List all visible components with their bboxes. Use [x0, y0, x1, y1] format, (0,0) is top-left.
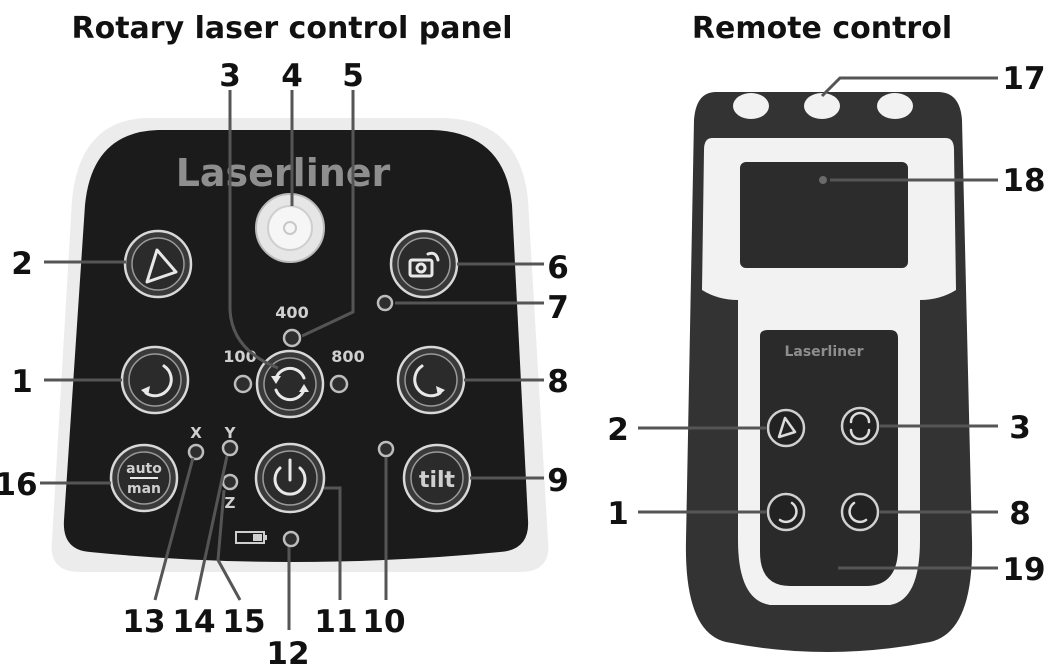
axis-label-x: X — [190, 424, 202, 442]
speed-label-400: 400 — [275, 303, 308, 322]
axis-led-x — [187, 443, 205, 461]
bubble-level-icon — [255, 193, 325, 263]
callout-3: 3 — [219, 58, 241, 94]
rotate-right-button[interactable] — [396, 345, 466, 415]
point-mode-button[interactable] — [389, 229, 459, 299]
rotation-speed-icon — [849, 411, 871, 441]
rotate-left-button[interactable] — [120, 345, 190, 415]
callout-1: 1 — [11, 364, 33, 400]
battery-icon — [235, 531, 267, 544]
rotation-speed-button[interactable] — [255, 349, 325, 419]
axis-label-y: Y — [224, 424, 237, 442]
battery-led — [282, 530, 300, 548]
tilt-label: tilt — [419, 468, 456, 493]
speed-led-800 — [329, 374, 349, 394]
camera-rotate-icon — [408, 251, 440, 278]
rotation-speed-icon — [271, 366, 309, 402]
axis-led-y — [221, 439, 239, 457]
remote-top-bump-left — [733, 93, 769, 119]
remote-callout-8: 8 — [1009, 496, 1031, 532]
remote-callout-3: 3 — [1009, 410, 1031, 446]
panel-callouts: 3 4 5 2 6 7 1 8 16 9 13 14 15 12 11 10 — [0, 58, 569, 672]
callout-5: 5 — [342, 58, 364, 94]
callout-14: 14 — [172, 604, 215, 640]
remote-callout-1: 1 — [607, 496, 629, 532]
callout-12: 12 — [266, 636, 309, 672]
remote-rotate-right-button[interactable] — [840, 492, 880, 532]
remote-brand-logo: Laserliner — [784, 344, 863, 360]
rotate-left-icon — [144, 364, 173, 398]
auto-man-button[interactable]: auto man — [109, 443, 179, 513]
auto-label: auto — [126, 461, 162, 477]
panel-brand-logo: Laserliner — [176, 151, 391, 195]
remote-callouts: 17 18 2 3 1 8 19 — [607, 61, 1045, 588]
remote-keypad — [760, 330, 898, 586]
speed-label-100: 100 — [223, 347, 256, 366]
scan-angle-icon — [777, 416, 797, 439]
callout-6: 6 — [547, 250, 569, 286]
panel-title: Rotary laser control panel — [72, 11, 513, 46]
callout-2: 2 — [11, 246, 33, 282]
callout-15: 15 — [222, 604, 265, 640]
callout-8: 8 — [547, 364, 569, 400]
power-icon — [273, 458, 307, 496]
man-label: man — [127, 481, 161, 497]
callout-10: 10 — [362, 604, 405, 640]
remote-top-bump-right — [877, 93, 913, 119]
scan-angle-icon — [145, 248, 178, 284]
tilt-button[interactable]: tilt — [402, 443, 472, 513]
speed-label-800: 800 — [331, 347, 364, 366]
callout-19: 19 — [1002, 552, 1045, 588]
callout-13: 13 — [122, 604, 165, 640]
callout-17: 17 — [1002, 61, 1045, 97]
callout-9: 9 — [547, 463, 569, 499]
remote-scan-angle-button[interactable] — [766, 408, 806, 448]
scan-angle-button[interactable] — [123, 229, 193, 299]
status-led-7 — [376, 294, 394, 312]
remote-title: Remote control — [692, 11, 952, 46]
power-button[interactable] — [254, 442, 326, 514]
remote-rotation-speed-button[interactable] — [840, 406, 880, 446]
panel-leaders — [40, 90, 544, 630]
remote-callout-2: 2 — [607, 412, 629, 448]
remote-ir-window — [740, 162, 908, 268]
control-panel: Laserliner 400 100 — [51, 118, 549, 572]
remote-top-bump-center — [804, 93, 840, 119]
axis-label-z: Z — [225, 494, 236, 512]
axis-led-z — [221, 473, 239, 491]
rotate-left-icon — [778, 501, 798, 524]
rotate-right-icon — [413, 364, 442, 398]
status-led-10 — [377, 440, 395, 458]
remote-leaders — [638, 76, 998, 570]
callout-4: 4 — [281, 58, 303, 94]
callout-16: 16 — [0, 467, 38, 503]
callout-18: 18 — [1002, 163, 1045, 199]
callout-11: 11 — [314, 604, 357, 640]
speed-led-400 — [282, 328, 302, 348]
remote-rotate-left-button[interactable] — [766, 492, 806, 532]
speed-led-100 — [233, 374, 253, 394]
rotate-right-icon — [848, 501, 868, 524]
callout-7: 7 — [547, 290, 569, 326]
remote-ir-sensor — [819, 176, 827, 184]
